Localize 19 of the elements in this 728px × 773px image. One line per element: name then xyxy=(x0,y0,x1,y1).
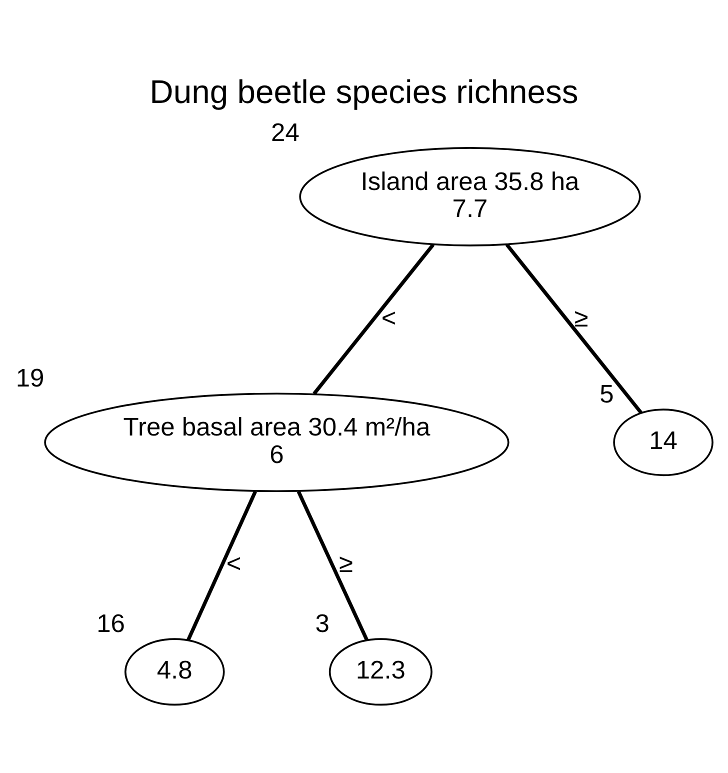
node-ellipse: Island area 35.8 ha 7.7 xyxy=(299,146,641,246)
node-ellipse: 4.8 xyxy=(124,638,225,706)
node-label: 16 xyxy=(96,610,125,638)
node-ellipse: Tree basal area 30.4 m²/ha 6 xyxy=(44,392,510,492)
node-ellipse: 12.3 xyxy=(328,638,432,706)
connector xyxy=(186,490,257,640)
edge-label: < xyxy=(226,549,242,578)
edge-label: ≥ xyxy=(574,304,588,332)
node-label: 24 xyxy=(271,118,300,146)
connector xyxy=(296,490,369,640)
node-ellipse: 14 xyxy=(613,408,714,476)
edge-label: < xyxy=(381,304,396,332)
diagram-title: Dung beetle species richness xyxy=(150,72,578,110)
node-label: 19 xyxy=(16,364,44,392)
edge-label: ≥ xyxy=(339,549,354,578)
connector xyxy=(312,242,435,394)
node-label: 5 xyxy=(600,380,614,408)
connector xyxy=(505,242,642,414)
node-label: 3 xyxy=(315,610,330,638)
